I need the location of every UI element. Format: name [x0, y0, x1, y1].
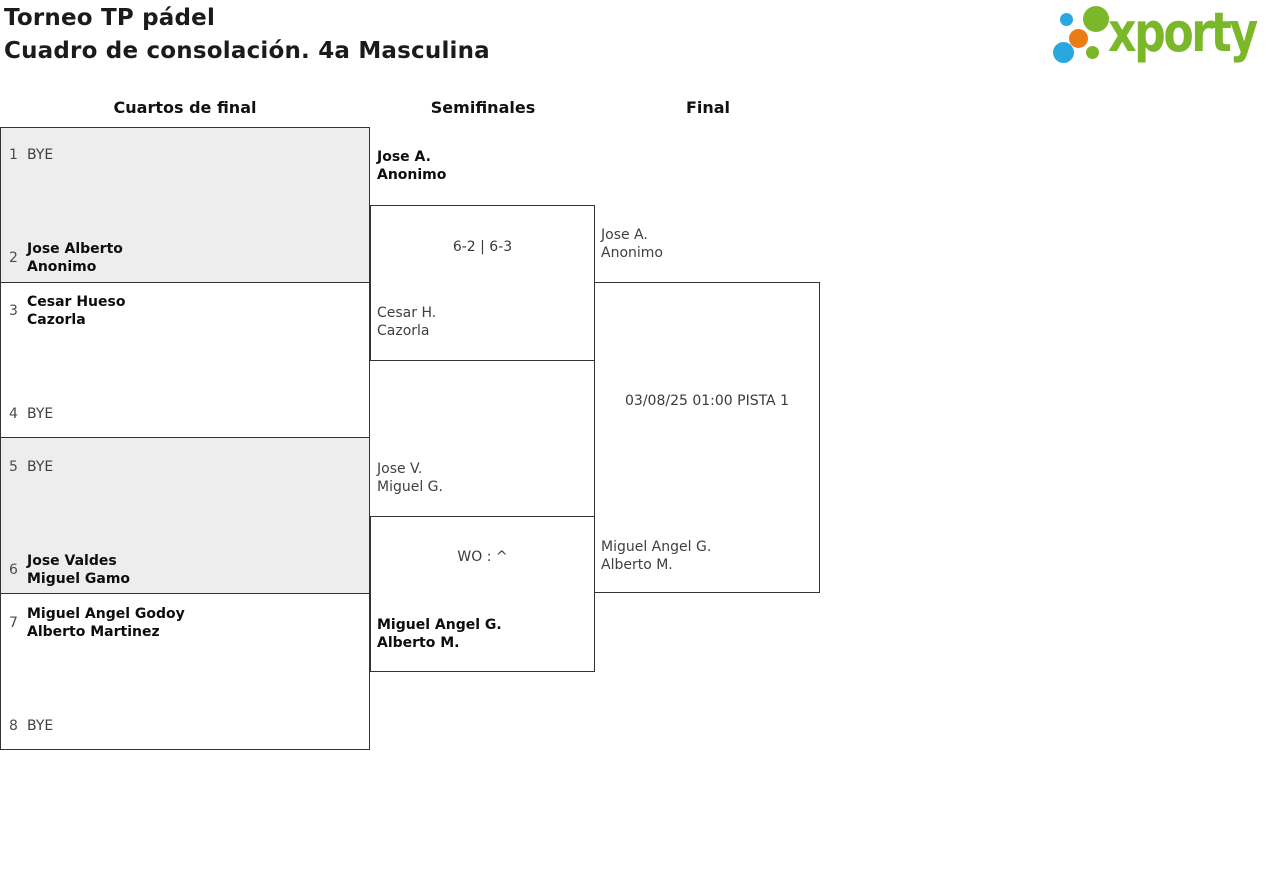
semifinal1-score: 6-2 | 6-3 [452, 239, 513, 255]
seed-number: 1 [9, 147, 18, 163]
round-header-final: Final [685, 98, 731, 117]
match-final[interactable] [594, 282, 820, 593]
logo-dot-icon [1083, 6, 1109, 32]
seed-number: 4 [9, 406, 18, 422]
bracket-slot-seed4: 4 BYE [9, 405, 53, 423]
match-semifinal-1[interactable] [370, 205, 595, 361]
draw-name: Cuadro de consolación. 4a Masculina [4, 38, 490, 64]
match-quarterfinal-3[interactable]: 5 BYE 6 Jose Valdes Miguel Gamo [0, 437, 370, 594]
match-quarterfinal-4[interactable]: 7 Miguel Angel Godoy Alberto Martinez 8 … [0, 593, 370, 750]
round-header-quarterfinals: Cuartos de final [113, 98, 257, 117]
team-name: Jose Alberto Anonimo [27, 241, 123, 275]
team-name: BYE [27, 406, 54, 422]
bracket-slot-seed6: 6 Jose Valdes Miguel Gamo [9, 552, 130, 588]
seed-number: 3 [9, 303, 18, 319]
final-top-team: Jose A. Anonimo [601, 227, 663, 261]
seed-number: 2 [9, 250, 18, 266]
team-name: Miguel Angel Godoy Alberto Martinez [27, 606, 185, 640]
seed-number: 8 [9, 718, 18, 734]
logo-dot-icon [1086, 46, 1099, 59]
team-name: Jose Valdes Miguel Gamo [27, 553, 131, 587]
team-name: Cesar Hueso Cazorla [27, 294, 126, 328]
tournament-name: Torneo TP pádel [4, 5, 216, 31]
logo-dot-icon [1053, 42, 1074, 63]
bracket-slot-seed1: 1 BYE [9, 146, 53, 164]
match-quarterfinal-2[interactable]: 3 Cesar Hueso Cazorla 4 BYE [0, 282, 370, 439]
page-title: Torneo TP pádel Cuadro de consolación. 4… [4, 2, 490, 68]
final-schedule: 03/08/25 01:00 PISTA 1 [625, 393, 789, 409]
team-name: BYE [27, 147, 54, 163]
semifinal1-bottom-team: Cesar H. Cazorla [377, 305, 437, 339]
xporty-logo-text: xporty [1108, 1, 1258, 64]
bracket-slot-seed7: 7 Miguel Angel Godoy Alberto Martinez [9, 605, 185, 641]
bracket-slot-seed5: 5 BYE [9, 458, 53, 476]
final-bottom-team: Miguel Angel G. Alberto M. [601, 539, 712, 573]
logo-dot-icon [1069, 29, 1088, 48]
bracket-slot-seed3: 3 Cesar Hueso Cazorla [9, 293, 125, 329]
bracket-slot-seed8: 8 BYE [9, 717, 53, 735]
match-semifinal-2[interactable] [370, 516, 595, 672]
bracket-slot-seed2: 2 Jose Alberto Anonimo [9, 240, 123, 276]
seed-number: 5 [9, 459, 18, 475]
team-name: BYE [27, 718, 54, 734]
team-name: BYE [27, 459, 54, 475]
match-quarterfinal-1[interactable]: 1 BYE 2 Jose Alberto Anonimo [0, 127, 370, 283]
semifinal2-top-team: Jose V. Miguel G. [377, 461, 443, 495]
logo-dot-icon [1060, 13, 1073, 26]
seed-number: 7 [9, 615, 18, 631]
semifinal2-score: WO : ^ [457, 549, 508, 565]
semifinal2-bottom-team: Miguel Angel G. Alberto M. [377, 617, 502, 651]
seed-number: 6 [9, 562, 18, 578]
round-header-semifinals: Semifinales [430, 98, 536, 117]
semifinal1-top-team: Jose A. Anonimo [377, 149, 447, 183]
